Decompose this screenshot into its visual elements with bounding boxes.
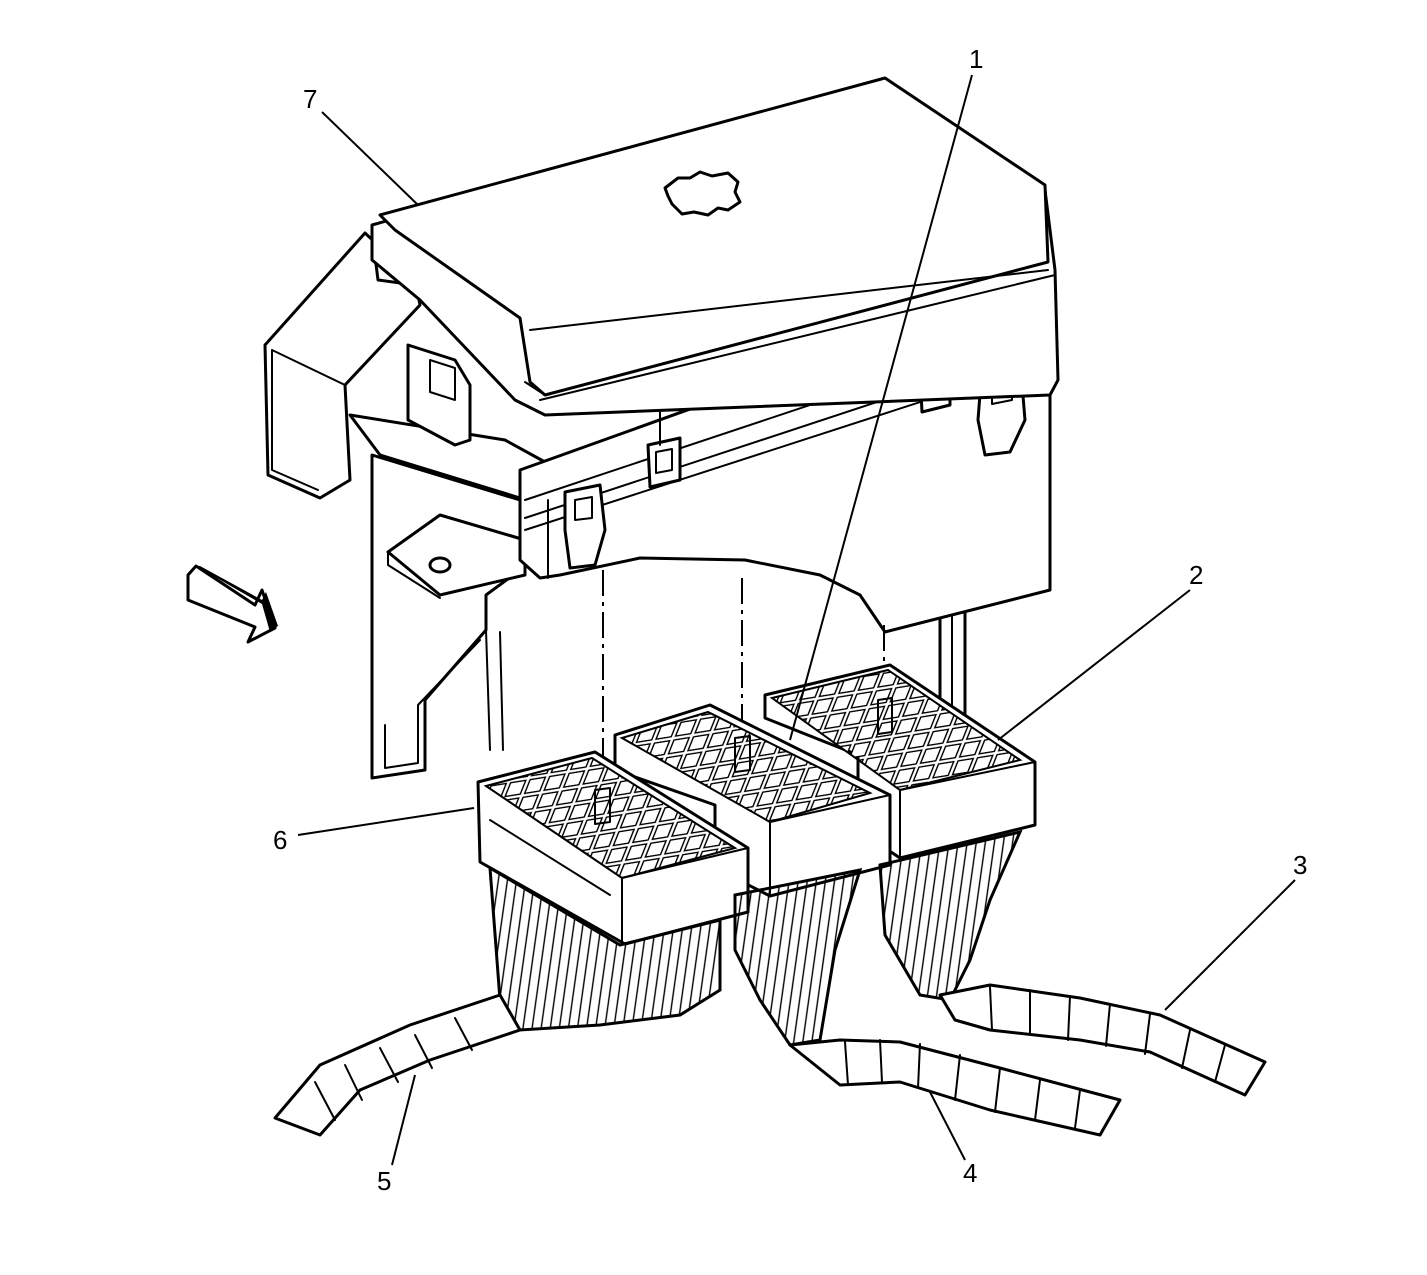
wire-bundle-connector-2 bbox=[878, 829, 1023, 1002]
leader-1 bbox=[789, 74, 973, 741]
callout-5: 5 bbox=[377, 1166, 391, 1196]
leader-6 bbox=[297, 807, 475, 836]
callout-1: 1 bbox=[969, 44, 983, 74]
leader-5 bbox=[391, 1074, 416, 1166]
cover-knob-icon bbox=[663, 170, 742, 217]
connector-2 bbox=[763, 663, 1037, 860]
conduits bbox=[273, 983, 1267, 1137]
view-direction-arrow-icon bbox=[186, 564, 278, 644]
wire-bundle-connector-1 bbox=[733, 868, 863, 1047]
leader-2 bbox=[997, 589, 1191, 741]
conduit-4 bbox=[788, 1038, 1122, 1137]
wire-bundles bbox=[488, 829, 1023, 1047]
leader-7 bbox=[321, 111, 419, 206]
callout-3: 3 bbox=[1293, 850, 1307, 880]
connector-1 bbox=[613, 703, 892, 898]
connector-6 bbox=[476, 750, 750, 946]
callout-6: 6 bbox=[273, 825, 287, 855]
conduit-3 bbox=[938, 983, 1267, 1097]
leader-3 bbox=[1164, 879, 1296, 1011]
leader-4 bbox=[929, 1091, 966, 1161]
latch-clip-mid bbox=[646, 399, 682, 489]
conduit-5 bbox=[273, 993, 522, 1137]
callout-7: 7 bbox=[303, 84, 317, 114]
callout-4: 4 bbox=[963, 1158, 977, 1188]
leader-lines bbox=[297, 74, 1296, 1166]
small-terminal-block bbox=[406, 343, 472, 447]
callouts: 1 2 3 4 5 6 7 bbox=[273, 44, 1307, 1196]
callout-2: 2 bbox=[1189, 560, 1203, 590]
latch-clip-left bbox=[563, 483, 607, 570]
fuse-block-cover bbox=[370, 76, 1060, 417]
